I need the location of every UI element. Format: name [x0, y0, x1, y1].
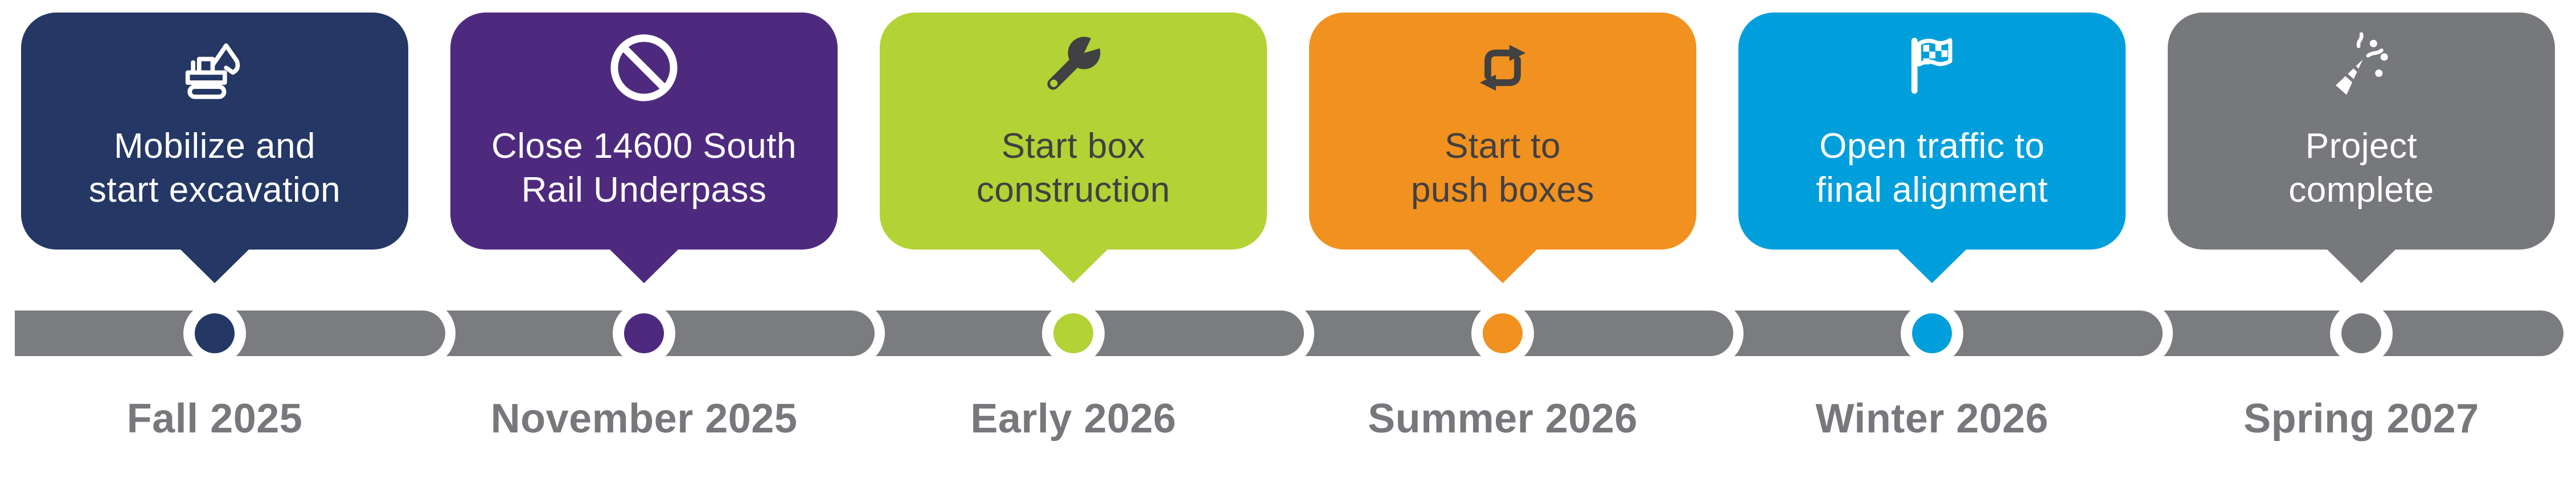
- bubble-title-line1: Project: [2305, 126, 2418, 166]
- date-label: Early 2026: [970, 396, 1176, 442]
- bubble-title: Start box construction: [977, 124, 1170, 212]
- excavator-icon: [172, 27, 257, 108]
- checkered-flag-icon: [1889, 27, 1975, 108]
- date-label: Winter 2026: [1815, 396, 2049, 442]
- milestone-dot: [1483, 313, 1523, 353]
- bubble-tail: [1897, 248, 1967, 283]
- bubble-title: Mobilize and start excavation: [89, 124, 341, 212]
- milestone-bubble: Close 14600 South Rail Underpass: [450, 13, 838, 250]
- bubble-tail: [609, 248, 679, 283]
- milestone-dot: [1053, 313, 1093, 353]
- date-label: Spring 2027: [2243, 396, 2479, 442]
- bubble-tail: [2326, 248, 2397, 283]
- bubble-title: Start to push boxes: [1411, 124, 1594, 212]
- bubble-title-line2: Rail Underpass: [521, 170, 767, 210]
- bubble-title-line2: final alignment: [1816, 170, 2048, 210]
- milestone-mobilize: Mobilize and start excavation Fall 2025: [0, 0, 429, 482]
- bubble-title-line2: start excavation: [88, 170, 341, 210]
- bubble-title-line2: construction: [976, 170, 1171, 210]
- milestone-dot: [195, 313, 235, 353]
- bubble-tail: [1038, 248, 1109, 283]
- bubble-title-line1: Start box: [1001, 126, 1146, 166]
- milestone-box-construction: Start box construction Early 2026: [859, 0, 1288, 482]
- bubble-tail: [1467, 248, 1538, 283]
- bubble-title-line2: complete: [2288, 170, 2434, 210]
- date-label: November 2025: [490, 396, 798, 442]
- bubble-tail: [179, 248, 250, 283]
- bubble-title: Project complete: [2288, 124, 2434, 212]
- party-popper-icon: [2319, 27, 2404, 108]
- milestone-open-traffic: Open traffic to final alignment Winter 2…: [1717, 0, 2147, 482]
- milestone-dot: [2341, 313, 2381, 353]
- bubble-title-line2: push boxes: [1410, 170, 1595, 210]
- bubble-title-line1: Start to: [1445, 126, 1561, 166]
- milestone-dot: [1912, 313, 1952, 353]
- milestone-bubble: Start box construction: [880, 13, 1267, 250]
- bubble-title-line1: Mobilize and: [113, 126, 316, 166]
- milestone-bubble: Open traffic to final alignment: [1738, 13, 2126, 250]
- bubble-title: Close 14600 South Rail Underpass: [491, 124, 797, 212]
- wrench-icon: [1031, 27, 1116, 108]
- milestone-project-complete: Project complete Spring 2027: [2147, 0, 2576, 482]
- milestone-bubble: Project complete: [2168, 13, 2555, 250]
- bubble-title-line1: Open traffic to: [1819, 126, 2045, 166]
- milestone-push-boxes: Start to push boxes Summer 2026: [1288, 0, 1717, 482]
- date-label: Summer 2026: [1368, 396, 1638, 442]
- milestone-dot: [624, 313, 664, 353]
- milestone-bubble: Mobilize and start excavation: [21, 13, 408, 250]
- milestone-bubble: Start to push boxes: [1309, 13, 1696, 250]
- transfer-arrows-icon: [1460, 27, 1545, 108]
- date-label: Fall 2025: [126, 396, 303, 442]
- timeline-bar-svg: [15, 302, 2563, 365]
- bubble-title: Open traffic to final alignment: [1816, 124, 2048, 212]
- no-entry-icon: [601, 27, 687, 108]
- bubble-title-line1: Close 14600 South: [491, 126, 797, 166]
- milestone-close-underpass: Close 14600 South Rail Underpass Novembe…: [429, 0, 859, 482]
